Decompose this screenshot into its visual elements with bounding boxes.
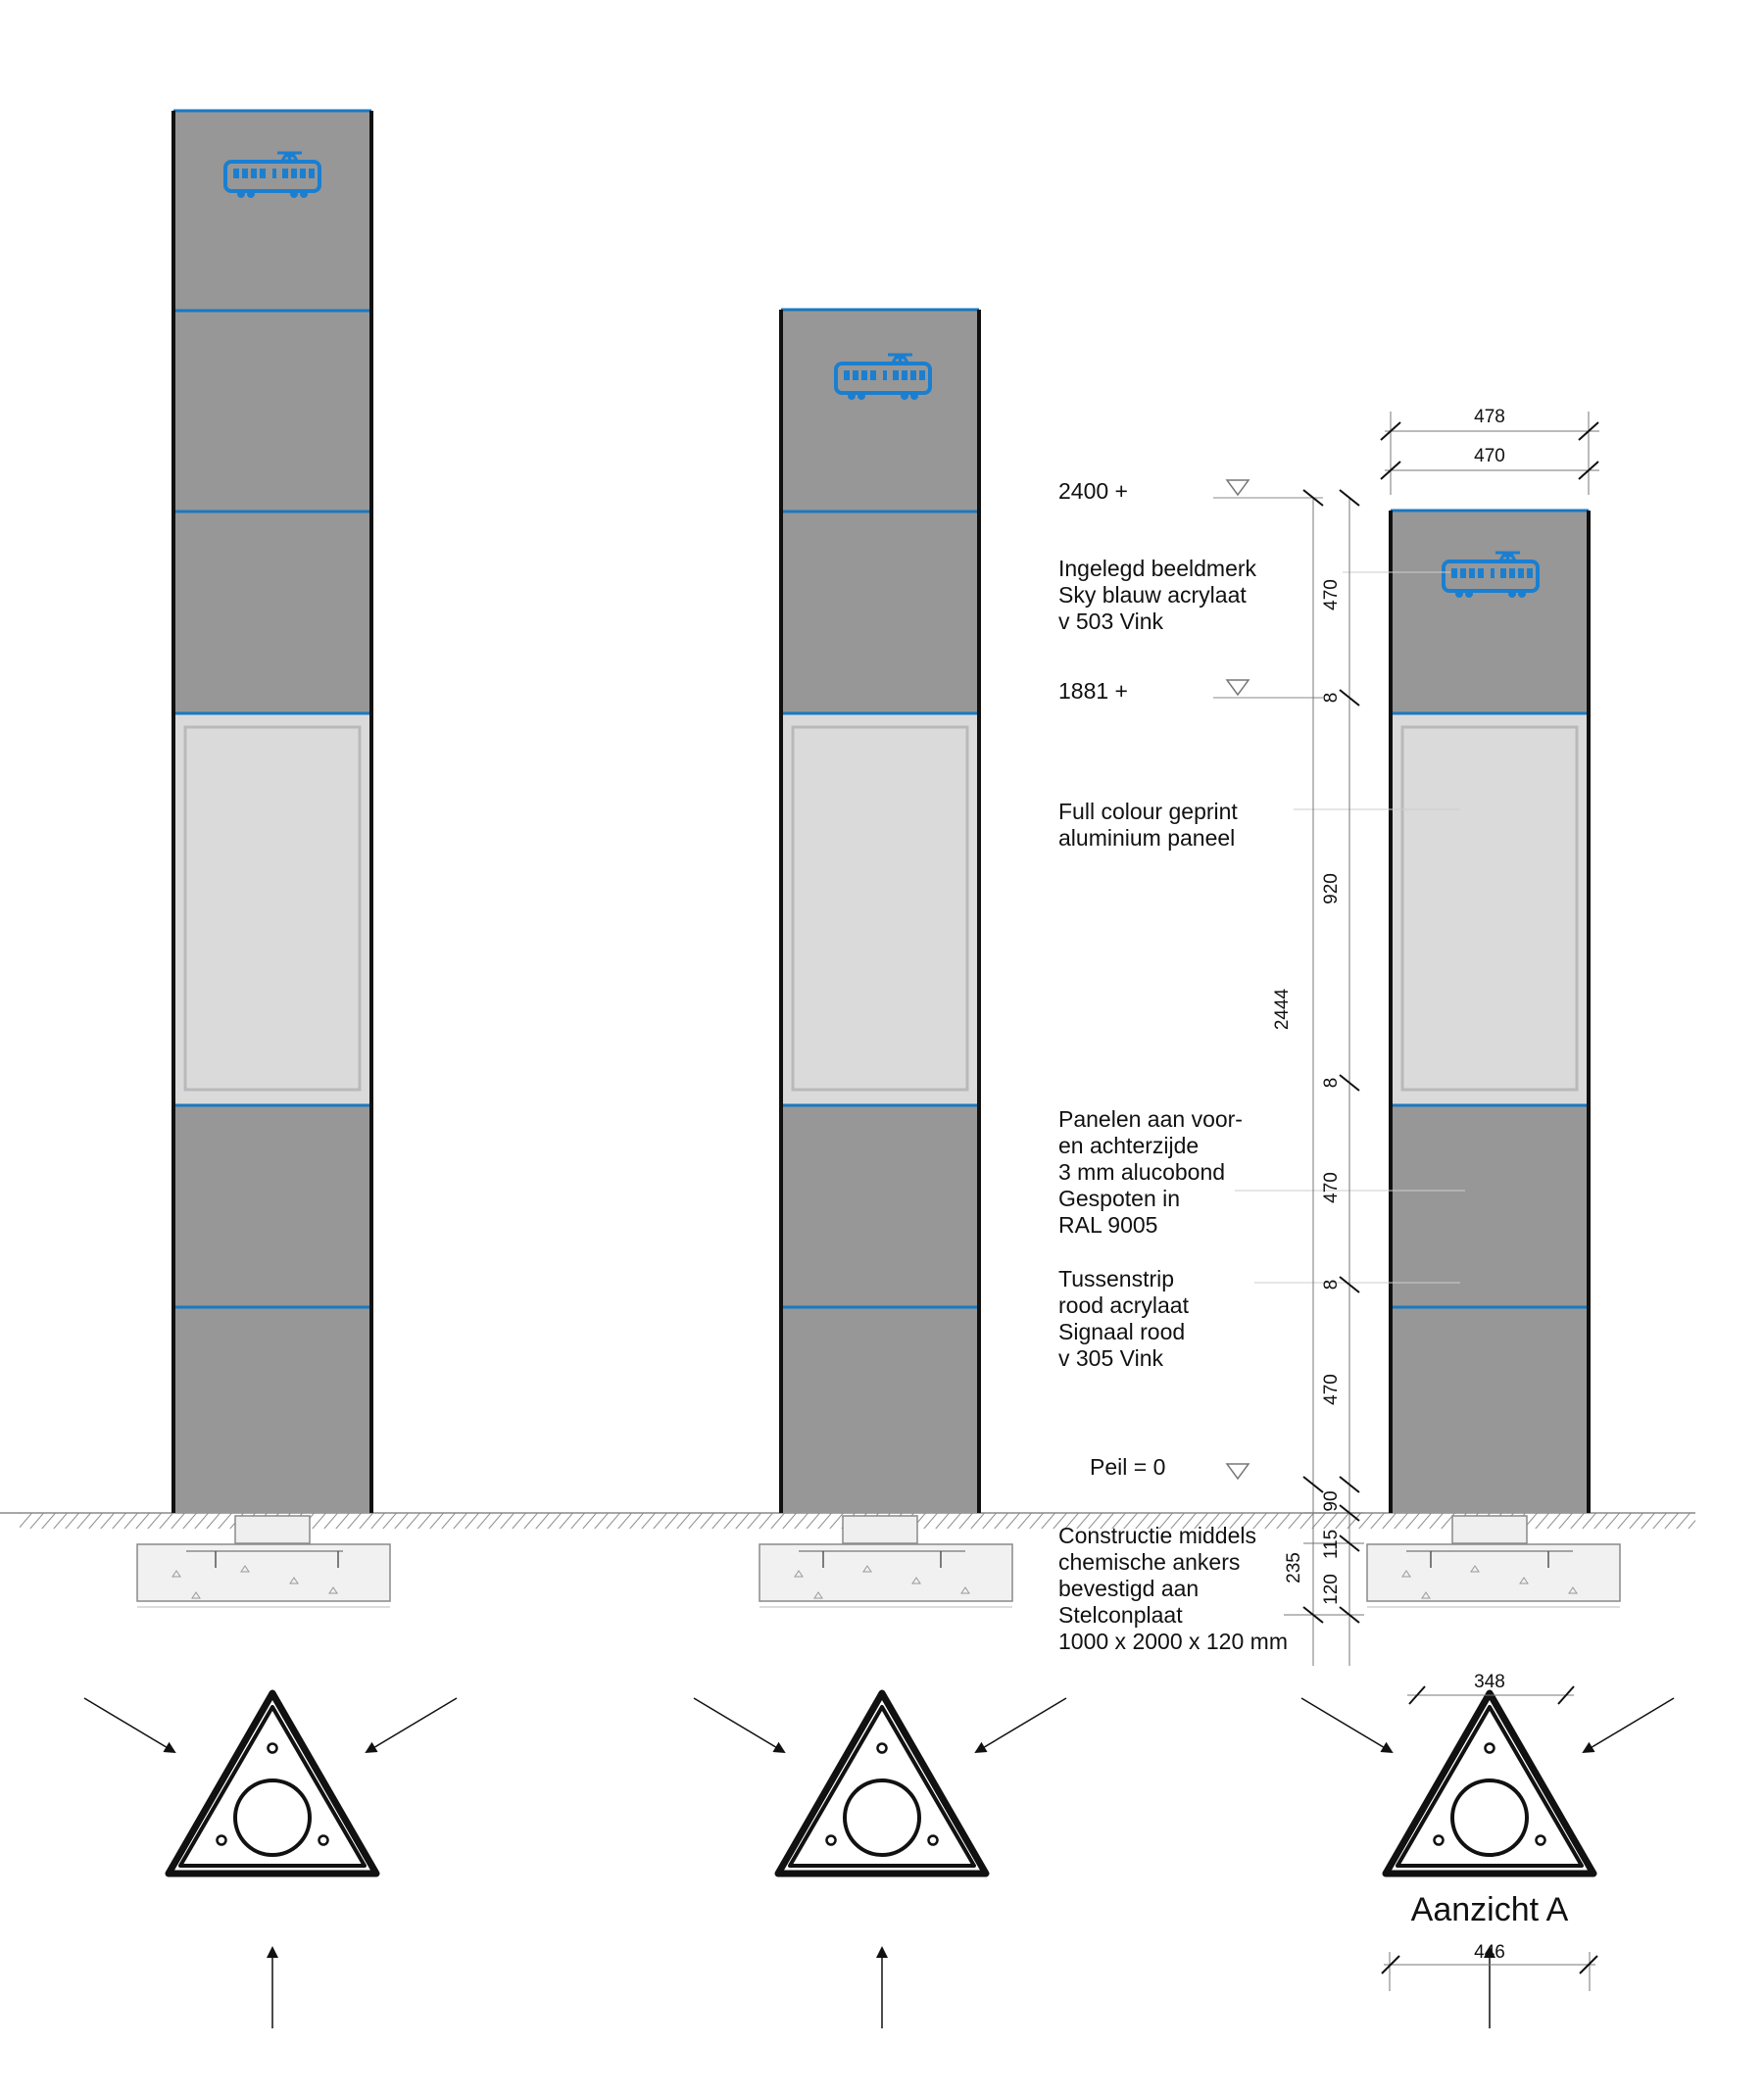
print-panel-inner	[1400, 725, 1579, 1092]
dim-foundation-1: 90	[1321, 1490, 1342, 1511]
view-direction-arrow-icon	[1300, 1697, 1394, 1754]
print-panel-note: Full colour geprint aluminium paneel	[1058, 799, 1244, 851]
dim-overall-height: 2444	[1272, 988, 1293, 1030]
view-direction-arrow-icon	[693, 1697, 786, 1754]
plan-view	[774, 1689, 990, 1877]
level-panel-top: 1881 +	[1058, 678, 1323, 704]
width-dimensions	[1385, 412, 1599, 495]
dim-segment-4: 8	[1321, 1078, 1342, 1089]
view-direction-arrow-icon	[1582, 1697, 1675, 1754]
print-panel	[1391, 713, 1589, 1105]
dim-total-width: 478	[1474, 407, 1505, 427]
print-panel-inner	[183, 725, 362, 1092]
panel-segment	[1391, 1105, 1589, 1307]
dim-plan-side: 348	[1474, 1672, 1505, 1692]
width-ticks	[1380, 421, 1599, 480]
plan-view	[165, 1689, 380, 1877]
level-panel-top-label: 1881 +	[1058, 678, 1128, 704]
foundation	[1366, 1515, 1621, 1608]
triangle-level-marker-icon	[1225, 1463, 1250, 1481]
level-top-label: 2400 +	[1058, 478, 1128, 504]
view-direction-arrow-icon	[974, 1697, 1067, 1754]
level-ground: Peil = 0	[1090, 1454, 1250, 1481]
dim-foundation-total: 235	[1284, 1552, 1304, 1583]
panel-segment	[173, 512, 371, 713]
level-top: 2400 +	[1058, 478, 1323, 504]
pillar-short	[1389, 509, 1591, 1513]
panel-segment	[781, 310, 979, 512]
dimension-ticks	[1302, 489, 1360, 1624]
panel-segment	[1391, 1307, 1589, 1513]
panel-segment	[781, 1307, 979, 1513]
view-label: Aanzicht A	[1411, 1891, 1569, 1928]
strip-note: Tussenstrip rood acrylaat Signaal rood v…	[1058, 1266, 1195, 1371]
dim-foundation-2: 115	[1321, 1530, 1342, 1559]
print-panel	[173, 713, 371, 1105]
tram-icon	[223, 151, 321, 198]
dim-segment-2: 8	[1321, 693, 1342, 704]
panel-segment	[173, 311, 371, 512]
dim-plan-width: 446	[1474, 1942, 1505, 1963]
foundation	[136, 1515, 391, 1608]
dim-segment-3: 920	[1321, 873, 1342, 904]
view-direction-arrow-icon	[365, 1697, 458, 1754]
dim-foundation-3: 120	[1321, 1574, 1342, 1605]
print-panel	[781, 713, 979, 1105]
plan-view	[1382, 1689, 1597, 1877]
plan-dimensions	[1384, 1694, 1595, 1991]
triangle-level-marker-icon	[1225, 479, 1250, 497]
panel-segment	[781, 512, 979, 713]
tram-icon	[834, 353, 932, 400]
triangle-level-marker-icon	[1225, 679, 1250, 697]
tram-icon	[1442, 551, 1540, 598]
pillar-medium	[779, 308, 981, 1513]
foundation-note: Constructie middels chemische ankers bev…	[1058, 1523, 1288, 1654]
level-ground-label: Peil = 0	[1090, 1454, 1165, 1480]
dim-segment-7: 470	[1321, 1374, 1342, 1405]
dim-segment-6: 8	[1321, 1280, 1342, 1291]
dim-panel-width: 470	[1474, 446, 1505, 466]
view-direction-arrow-icon	[83, 1697, 176, 1754]
plan-dimension-ticks	[1381, 1685, 1598, 1974]
print-panel-inner	[791, 725, 969, 1092]
panel-segment	[173, 1307, 371, 1513]
pillar-tall	[172, 109, 373, 1513]
panel-segment	[173, 111, 371, 311]
logo-note: Ingelegd beeldmerk Sky blauw acrylaat v …	[1058, 556, 1262, 634]
panel-segment	[781, 1105, 979, 1307]
foundation	[759, 1515, 1013, 1608]
panels-note: Panelen aan voor- en achterzijde 3 mm al…	[1058, 1106, 1249, 1238]
view-direction-arrows	[83, 1697, 1675, 2028]
panel-segment	[1391, 511, 1589, 713]
dim-segment-5: 470	[1321, 1172, 1342, 1203]
panel-segment	[173, 1105, 371, 1307]
dim-segment-1: 470	[1321, 579, 1342, 610]
